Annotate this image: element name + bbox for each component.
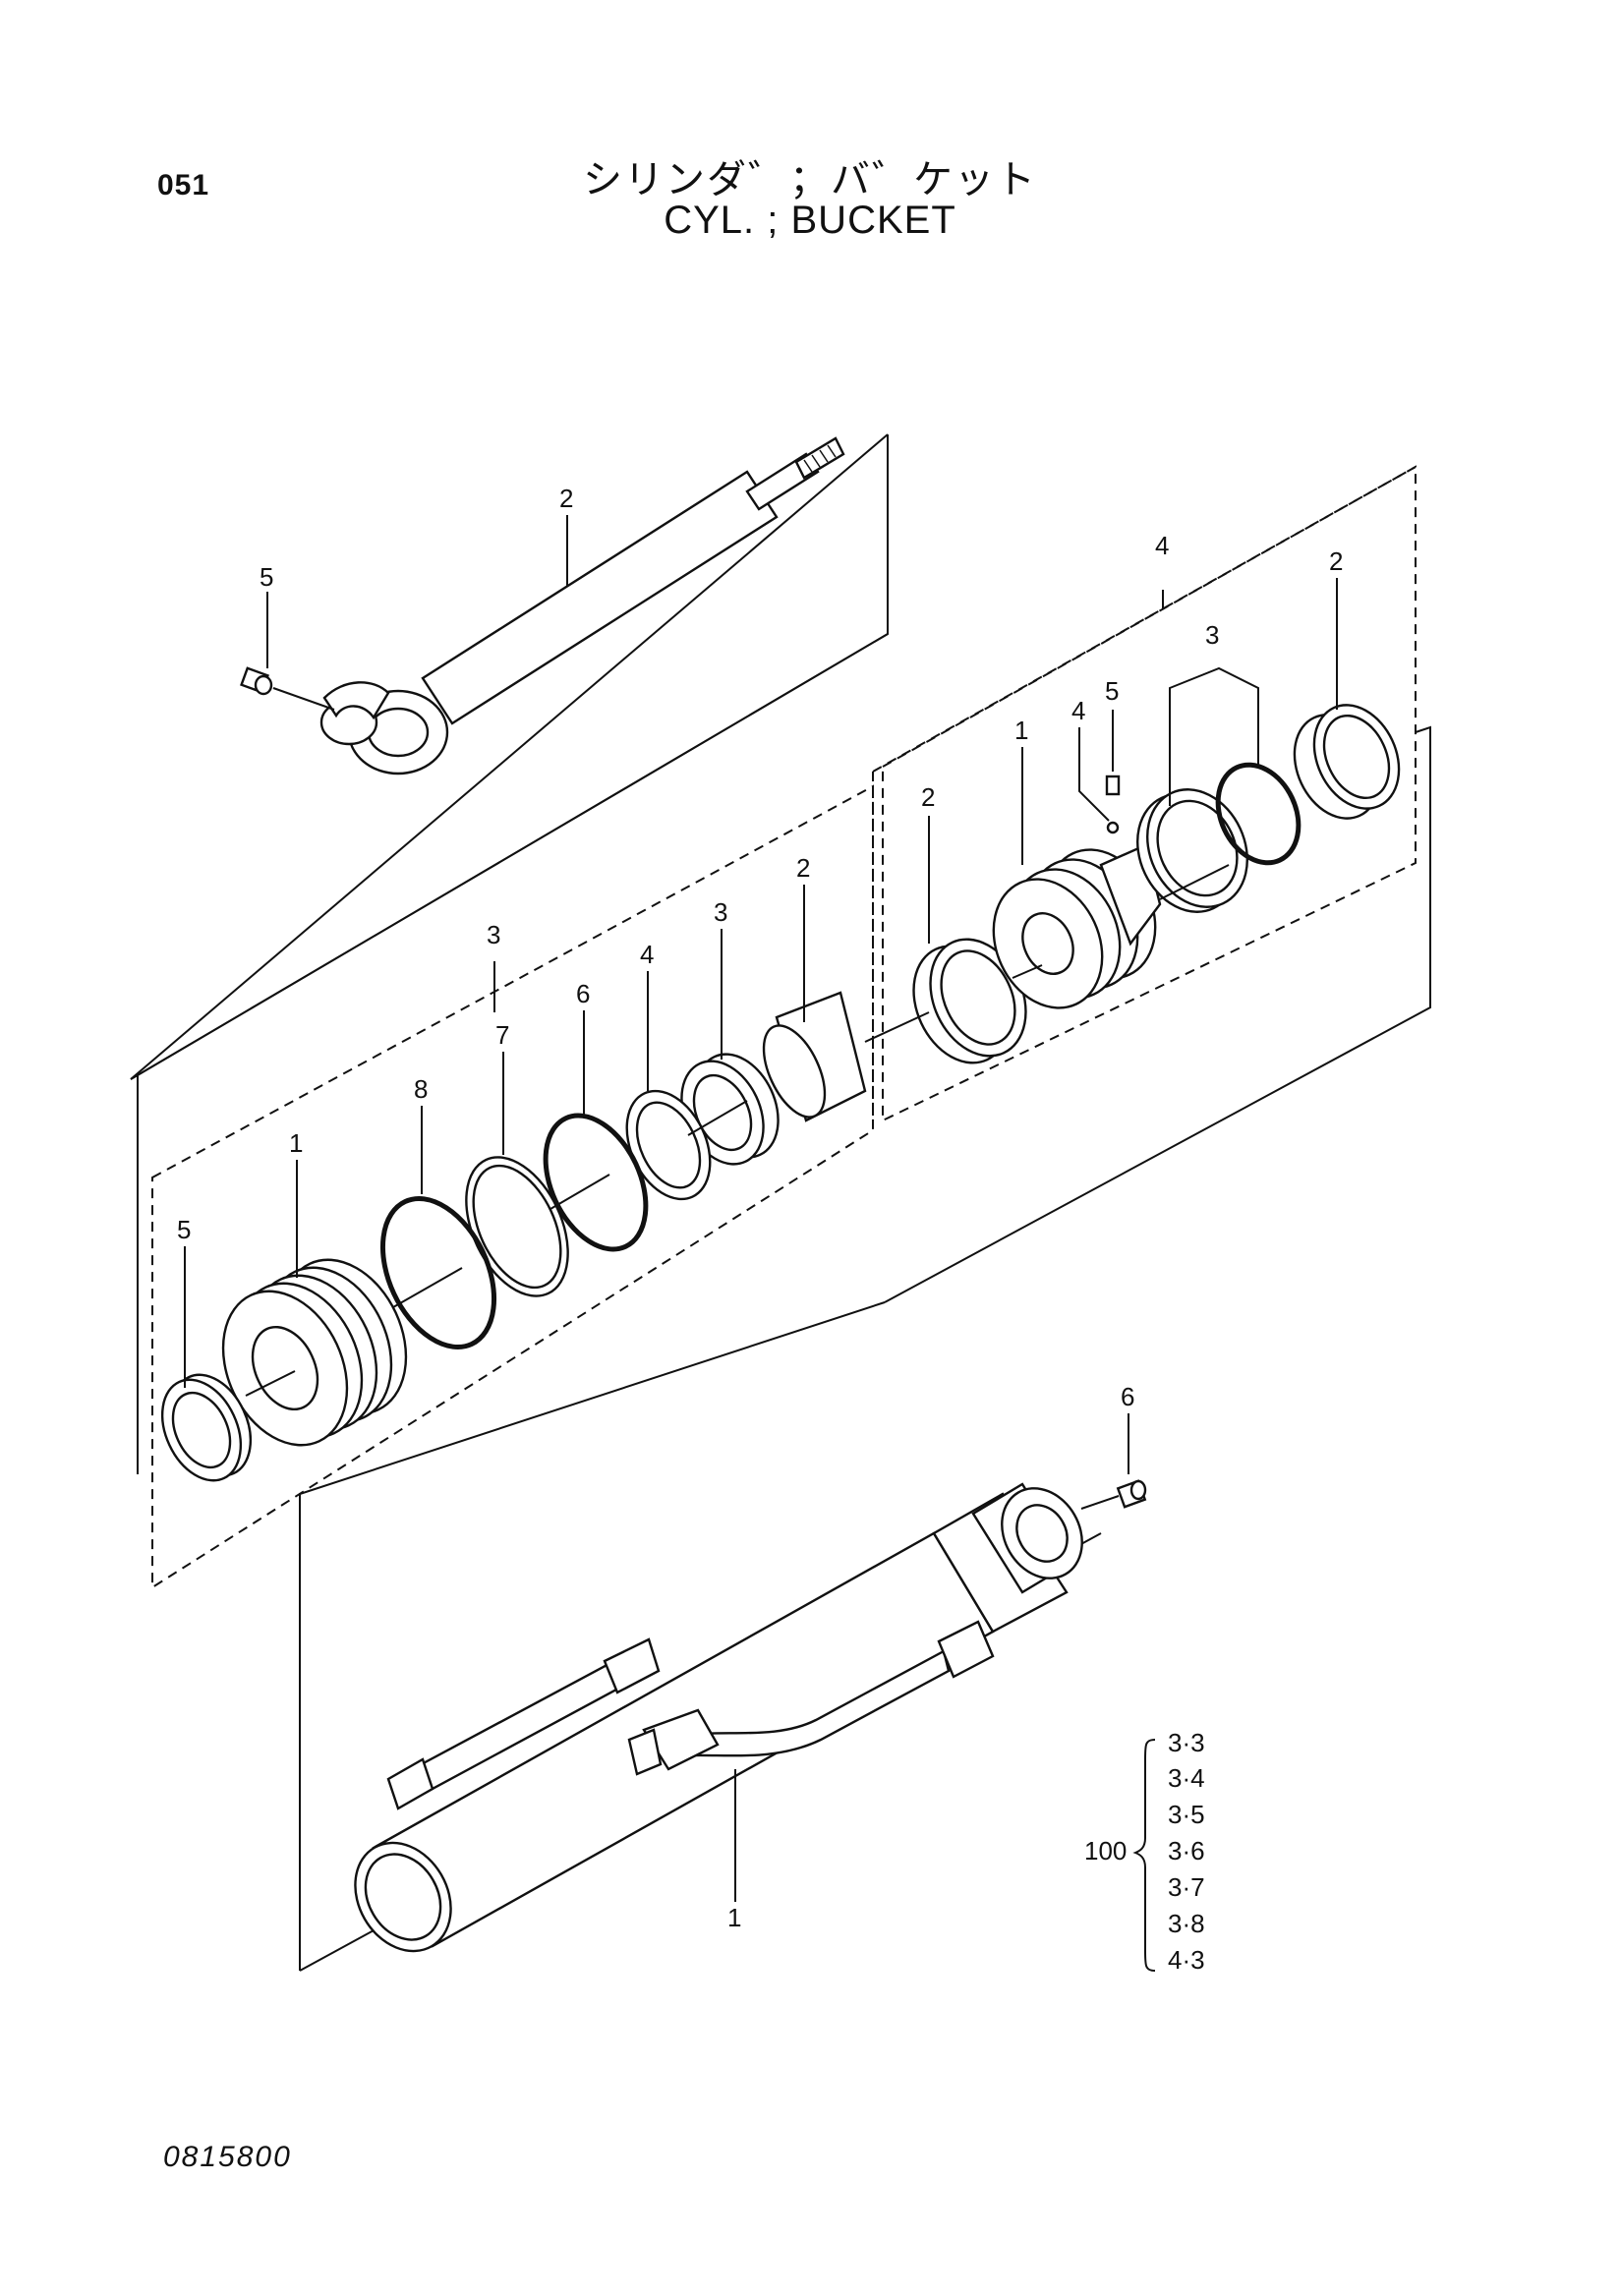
title-japanese: シリンダ゛；バ゛ケット [583,158,1037,201]
seal-kit-item: 3·8 [1168,1909,1205,1938]
piston-group: 4 2 1 4 5 [864,465,1431,1303]
o-ring-b [379,1195,497,1350]
callout-head-group: 3 [487,920,500,949]
seal-kit-list: 100 3·3 3·4 3·5 3·6 3·7 3·8 4·3 [1084,1728,1205,1975]
seal-kit-item: 3·7 [1168,1872,1205,1902]
grease-fitting [240,666,335,711]
hydraulic-pipe [386,1620,995,1810]
seal-kit-item: 4·3 [1168,1945,1205,1975]
callout-ring: 4 [640,940,654,969]
callout-piston-group: 4 [1155,531,1169,560]
callout-grease-fitting: 5 [260,562,273,592]
leader-lock-ball [1078,727,1110,822]
seal-kit-brace [1132,1739,1156,1972]
bushing [762,991,867,1122]
callout-wiper-seal: 5 [177,1215,191,1244]
piston-bracket-line [884,725,1431,1303]
head-group: 3 2 3 4 6 7 [151,784,874,1589]
seal-kit-number: 100 [1084,1836,1127,1866]
wear-ring [1293,704,1401,820]
callout-piston: 1 [1014,716,1028,745]
cylinder-tube [354,1482,1083,1953]
callout-set-screw: 5 [1105,676,1119,706]
callout-seal-pair: 3 [1205,620,1219,650]
title-english: CYL. ; BUCKET [664,199,956,242]
document-number: 0815800 [163,2141,292,2173]
lock-ball [1106,821,1120,834]
seal-kit-item: 3·6 [1168,1836,1205,1866]
leader-seal-pair [1169,666,1259,806]
ring [625,1089,712,1201]
page-number: 051 [157,169,210,201]
cylinder-head [221,1258,408,1447]
o-ring-a [543,1113,649,1252]
tube-assembly: 6 1 [299,1301,1147,1972]
callout-lock-ball: 4 [1071,696,1085,725]
piston-seal-pair [1136,762,1302,913]
tube-grease-fitting [1080,1479,1147,1510]
callout-dust-seal: 3 [714,897,727,927]
callout-wear-ring: 2 [1329,546,1343,576]
tube-bracket-line [299,1301,886,1971]
callout-piston-seal: 2 [921,782,935,812]
backup-ring [465,1156,569,1297]
callout-bushing: 2 [796,853,810,883]
piston [992,843,1162,1009]
seal-kit-item: 3·5 [1168,1800,1205,1829]
seal-kit-item: 3·4 [1168,1763,1205,1793]
callout-o-ring-a: 6 [576,979,590,1008]
callout-rod: 2 [559,484,573,513]
rod-assembly: 2 5 [130,433,889,1474]
set-screw [1105,775,1121,796]
piston-rod [319,436,845,775]
callout-cylinder-tube: 1 [727,1903,741,1932]
callout-o-ring-b: 8 [414,1074,428,1104]
wiper-seal [160,1373,253,1482]
callout-backup-ring: 7 [495,1020,509,1050]
callout-tube-fitting: 6 [1121,1382,1134,1411]
callout-cylinder-head: 1 [289,1128,303,1158]
seal-kit-item: 3·3 [1168,1728,1205,1757]
